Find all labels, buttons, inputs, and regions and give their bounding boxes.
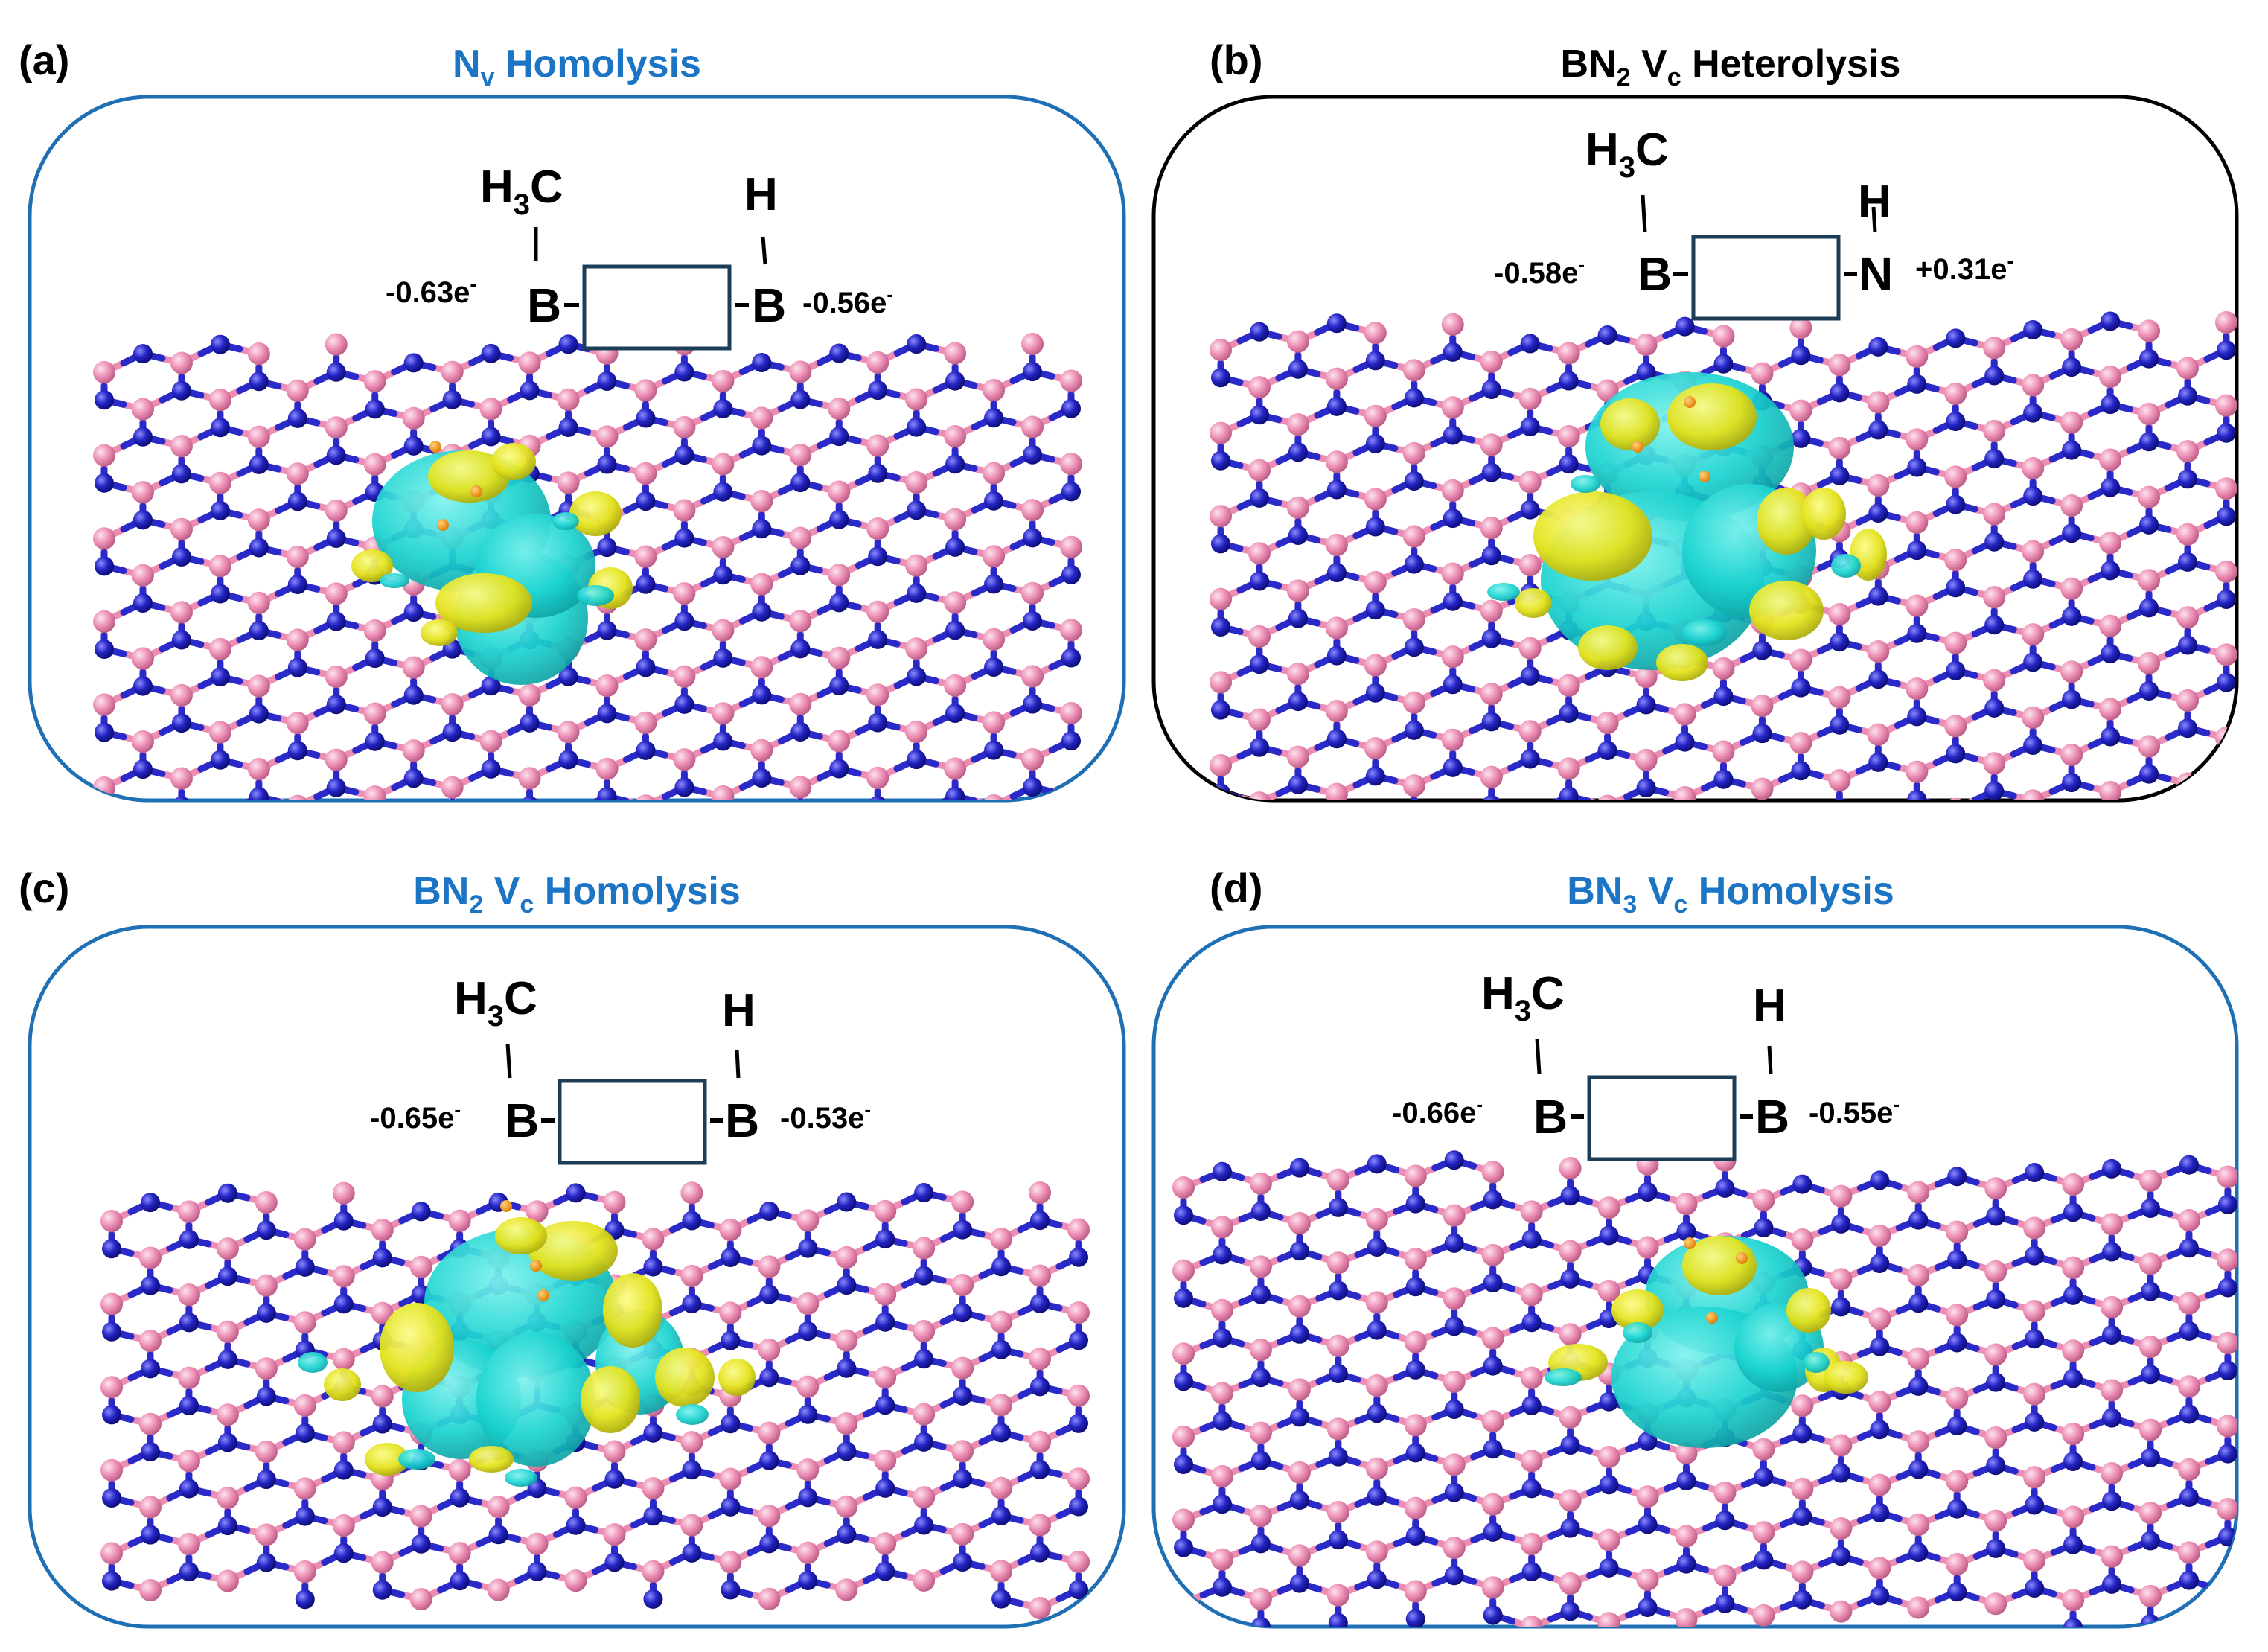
panel-d-left-atom: B — [1533, 1090, 1568, 1144]
panel-d-right-charge: -0.55e- — [1809, 1093, 1900, 1129]
panel-a-left-atom: B — [527, 278, 561, 332]
panel-c-right-bond — [735, 1049, 741, 1079]
panel-a-frame — [28, 95, 1126, 803]
panel-d-right-atom: B — [1755, 1090, 1789, 1144]
panel-b-left-charge: -0.58e- — [1494, 253, 1585, 290]
panel-a-vacancy-box — [582, 264, 732, 351]
panel-d-vacancy-box — [1587, 1075, 1737, 1161]
panel-b-left-group: H3C — [1585, 124, 1669, 184]
panel-d-title: BN3 Vc Homolysis — [1567, 870, 1894, 919]
panel-d-letter: (d) — [1210, 864, 1263, 911]
panel-a-right-atom: B — [752, 278, 786, 332]
panel-a-right-charge: -0.56e- — [802, 283, 893, 319]
panel-a-orbital-density — [351, 441, 633, 685]
panel-d-left-group: H3C — [1481, 968, 1565, 1027]
panel-a-letter: (a) — [19, 36, 69, 83]
panel-c-title: BN2 Vc Homolysis — [413, 870, 741, 919]
panel-b-right-charge: +0.31e- — [1915, 249, 2013, 286]
panel-c-frame — [28, 925, 1126, 1629]
panel-b-left-atom: B — [1638, 247, 1672, 301]
panel-c-vacancy-box — [558, 1079, 707, 1165]
panel-b-left-bond — [1641, 194, 1647, 233]
panel-c-left-charge: -0.65e- — [370, 1098, 461, 1135]
panel-c-left-group: H3C — [454, 973, 537, 1033]
panel-a-left-group: H3C — [480, 162, 563, 221]
panel-c-left-atom: B — [505, 1094, 539, 1147]
panel-c-lattice — [100, 1181, 1090, 1619]
panel-d-left-bond — [1535, 1038, 1542, 1074]
panel-d-right-group: H — [1753, 980, 1786, 1032]
panel-a-lattice — [93, 332, 1082, 800]
panel-c-left-bond — [505, 1043, 512, 1079]
panel-d-right-bond — [1767, 1045, 1773, 1074]
panel-a-right-group: H — [744, 169, 778, 220]
panel-b-right-atom: N — [1859, 247, 1893, 301]
panel-c-right-group: H — [722, 985, 756, 1036]
panel-c-right-charge: -0.53e- — [780, 1098, 871, 1135]
panel-d-frame — [1151, 925, 2239, 1629]
panel-c-right-atom: B — [725, 1094, 759, 1147]
panel-a-title: Nv Homolysis — [453, 42, 701, 92]
panel-b-right-bond — [1871, 206, 1877, 233]
panel-c-letter: (c) — [19, 864, 69, 911]
panel-b-orbital-density — [1487, 372, 1887, 681]
panel-b-vacancy-box — [1691, 235, 1841, 321]
panel-d-orbital-density — [1545, 1236, 1868, 1448]
panel-a-left-charge: -0.63e- — [386, 272, 476, 309]
panel-b-letter: (b) — [1210, 36, 1263, 83]
panel-c-orbital-density — [298, 1200, 756, 1487]
panel-d-left-charge: -0.66e- — [1392, 1093, 1483, 1129]
panel-b-title: BN2 Vc Heterolysis — [1561, 42, 1901, 92]
panel-a-right-bond — [761, 236, 767, 265]
